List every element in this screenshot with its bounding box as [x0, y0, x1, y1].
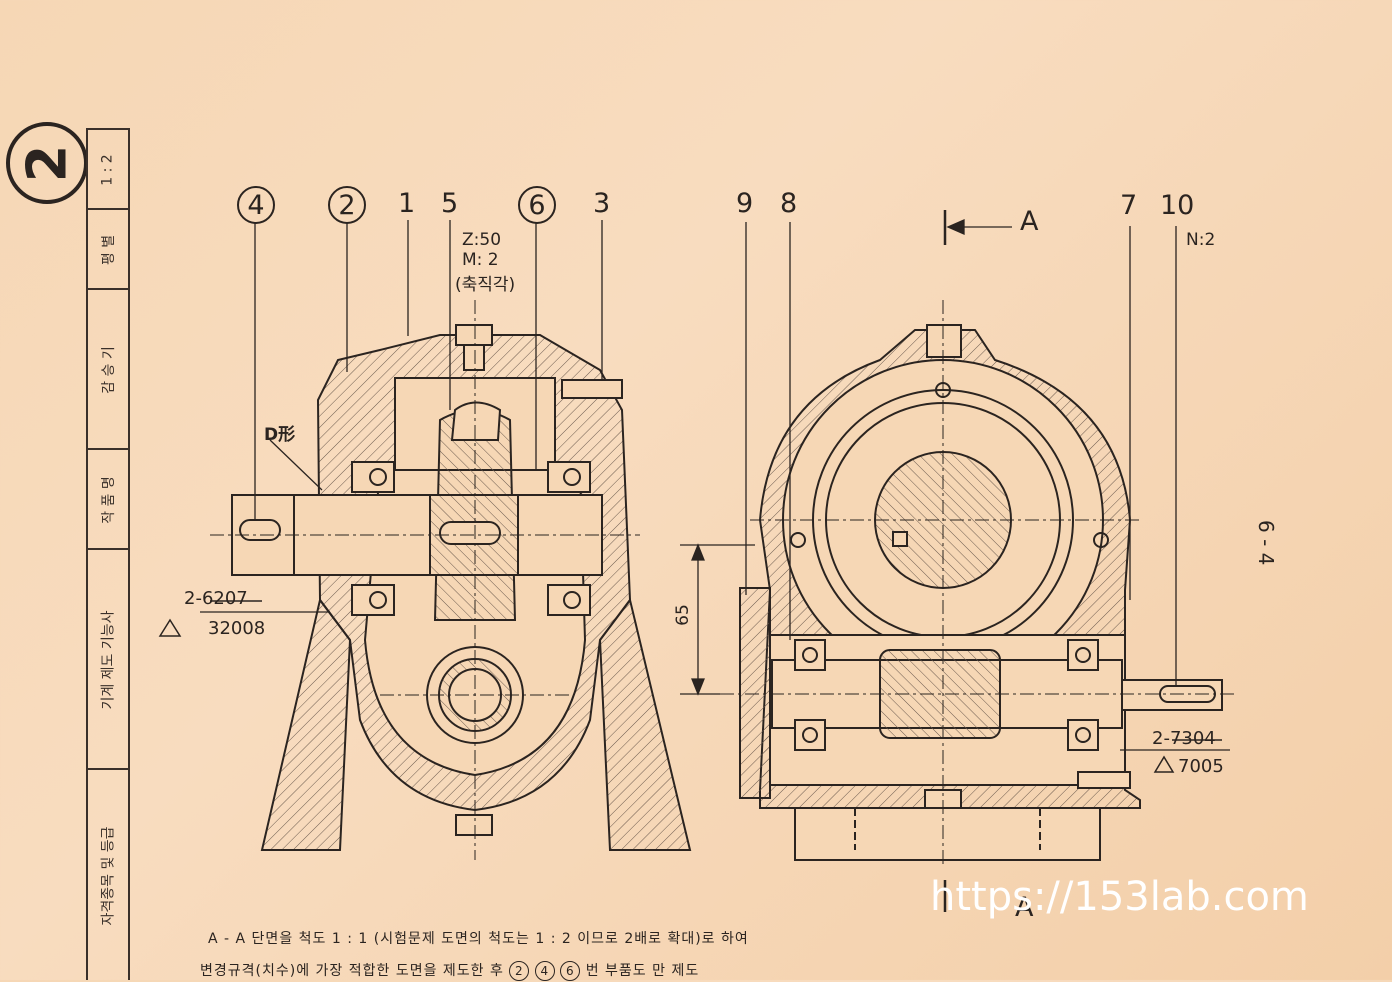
- d-type-note: D形: [264, 425, 296, 445]
- instruction-line-1: A - A 단면을 척도 1 : 1 (시험문제 도면의 척도는 1 : 2 이…: [208, 931, 749, 947]
- part-label-1: 1: [398, 188, 416, 219]
- part-label-5: 5: [441, 188, 459, 219]
- left-leader-lines: [200, 220, 603, 613]
- sidebar-cell: 평 별: [88, 208, 128, 290]
- sidebar-cell: 기계 제도 기능사: [88, 548, 128, 770]
- right-side-view: [720, 300, 1235, 865]
- bearing-old-left: 2-6207: [184, 588, 248, 609]
- bearing-new-right: 7005: [1178, 756, 1224, 777]
- ref-4: 4: [534, 961, 555, 981]
- part-label-10: 10: [1160, 190, 1195, 221]
- part-label-4: 4: [237, 186, 275, 224]
- left-section-view: [210, 300, 692, 860]
- scale-cell: 1 : 2: [88, 128, 128, 210]
- dimension-65: 65: [672, 604, 693, 626]
- gear-teeth-spec: Z:50: [462, 230, 502, 250]
- n-note: N:2: [1186, 230, 1216, 250]
- part-label-3: 3: [593, 188, 611, 219]
- part-label-2: 2: [328, 186, 366, 224]
- gear-module-spec: M: 2: [462, 250, 499, 270]
- section-mark-bottom: A: [1015, 892, 1034, 923]
- part-label-6: 6: [518, 186, 556, 224]
- title-block: 1 : 2 평 별 감 승 기 작 품 명 기계 제도 기능사 자격종목 및 등…: [86, 128, 130, 980]
- right-leader-lines: [680, 210, 1230, 912]
- revision-triangle-left: [158, 618, 182, 637]
- sidebar-cell: 작 품 명: [88, 448, 128, 550]
- bearing-old-right: 2-7304: [1152, 728, 1216, 749]
- part-label-7: 7: [1120, 190, 1138, 221]
- part-label-9: 9: [736, 188, 754, 219]
- instruction-line-2: 변경규격(치수)에 가장 적합한 도면을 제도한 후 2 4 6 번 부품도 만…: [200, 961, 700, 981]
- page-number: 6 - 4: [1254, 520, 1278, 566]
- revision-triangle-right: [1153, 755, 1175, 773]
- bearing-new-left: 32008: [208, 618, 266, 639]
- sidebar-cell: 감 승 기: [88, 288, 128, 450]
- section-mark-top: A: [1020, 206, 1039, 237]
- sidebar-cell: 자격종목 및 등급: [88, 768, 128, 982]
- ref-2: 2: [509, 961, 530, 981]
- ref-6: 6: [560, 961, 581, 981]
- watermark-url: https://153lab.com: [930, 874, 1309, 920]
- part-label-8: 8: [780, 188, 798, 219]
- gear-note: (축직각): [455, 275, 516, 295]
